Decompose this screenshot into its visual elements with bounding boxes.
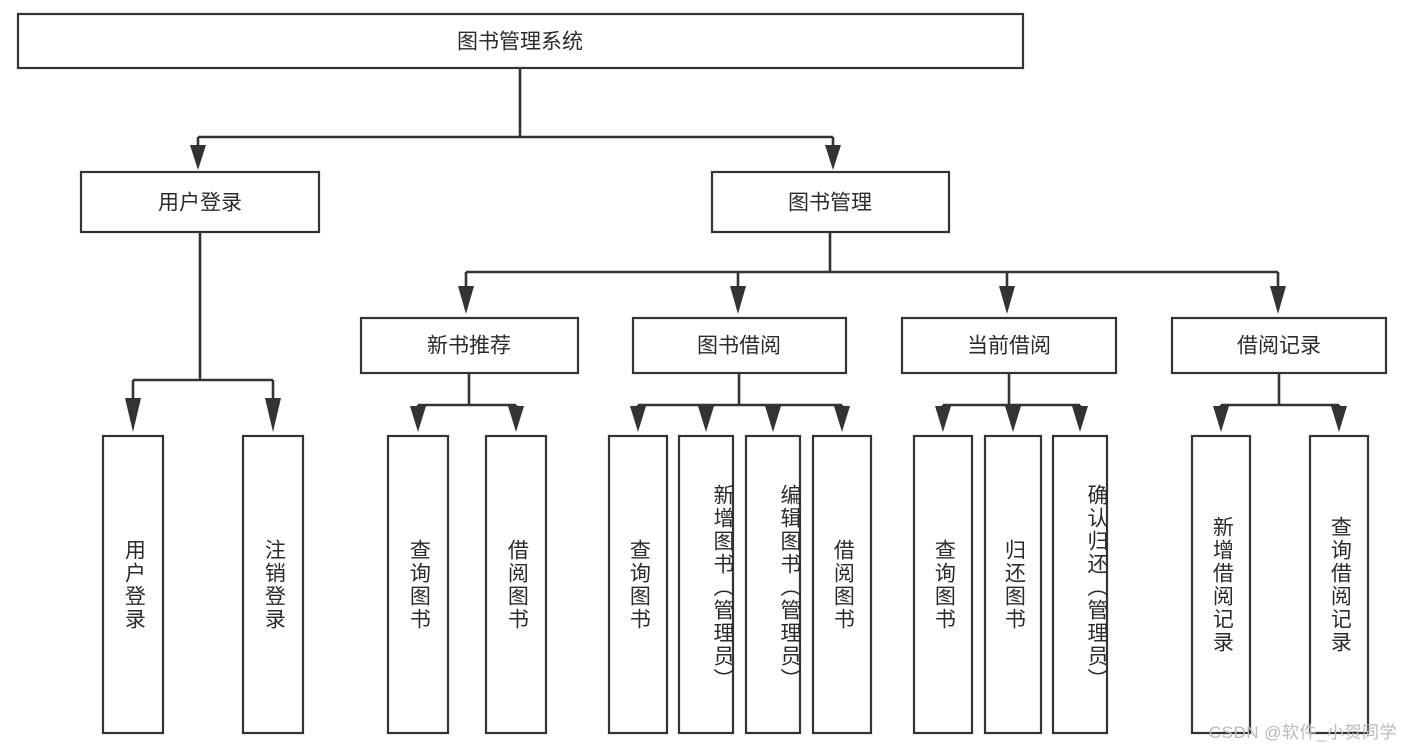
arrow-root-to-book-manage-icon: [825, 145, 841, 170]
arrow-bb-leaf2-icon: [698, 406, 714, 432]
node-borrow-record-label: 借阅记录: [1237, 335, 1321, 358]
node-borrow-record-box[interactable]: [1170, 316, 1388, 375]
leaf-add-borrow-record-box[interactable]: [1190, 434, 1252, 735]
leaf-borrow-book-recommend-box[interactable]: [484, 434, 548, 735]
arrow-book-manage-child3-icon: [999, 286, 1015, 314]
leaf-query-book-current-box[interactable]: [912, 434, 974, 735]
node-new-book-recommend-box[interactable]: [359, 316, 580, 375]
arrow-bb-leaf4-icon: [834, 406, 850, 432]
arrow-bb-leaf1-icon: [630, 406, 646, 432]
node-book-borrow-label: 图书借阅: [697, 335, 781, 358]
arrow-root-to-user-login-icon: [190, 145, 206, 170]
leaf-add-book-admin-box[interactable]: [677, 434, 735, 735]
arrow-br-leaf1-icon: [1213, 406, 1229, 432]
csdn-watermark: CSDN @软件_小贺同学: [1208, 723, 1397, 742]
arrow-cb-leaf1-icon: [935, 406, 951, 432]
arrow-book-manage-child2-icon: [730, 286, 746, 314]
leaf-query-book-borrow-box[interactable]: [607, 434, 669, 735]
leaf-return-book-box[interactable]: [983, 434, 1043, 735]
node-user-login-label: 用户登录: [158, 192, 242, 215]
arrow-nbr-leaf1-icon: [410, 406, 426, 432]
leaf-logout-login-box[interactable]: [241, 434, 305, 735]
arrow-bb-leaf3-icon: [765, 406, 781, 432]
leaf-edit-book-admin-box[interactable]: [744, 434, 802, 735]
arrow-user-login-leaf1-icon: [125, 398, 141, 432]
arrow-nbr-leaf2-icon: [508, 406, 524, 432]
node-book-borrow-box[interactable]: [631, 316, 848, 375]
node-root-label: 图书管理系统: [457, 31, 583, 54]
arrow-br-leaf2-icon: [1331, 406, 1347, 432]
arrow-user-login-leaf2-icon: [265, 398, 281, 432]
arrow-cb-leaf3-icon: [1072, 406, 1088, 432]
arrow-cb-leaf2-icon: [1005, 406, 1021, 432]
node-book-manage-label: 图书管理: [788, 192, 872, 215]
node-new-book-recommend-label: 新书推荐: [427, 335, 511, 358]
leaf-user-login-box[interactable]: [101, 434, 165, 735]
node-book-manage-box[interactable]: [710, 170, 951, 234]
leaf-query-borrow-record-box[interactable]: [1308, 434, 1370, 735]
arrow-book-manage-child4-icon: [1270, 286, 1286, 314]
node-root-box[interactable]: [16, 12, 1025, 70]
node-current-borrow-label: 当前借阅: [967, 335, 1051, 358]
leaf-confirm-return-admin-box[interactable]: [1051, 434, 1109, 735]
leaf-query-book-recommend-box[interactable]: [386, 434, 450, 735]
leaf-borrow-book-borrow-box[interactable]: [811, 434, 873, 735]
node-current-borrow-box[interactable]: [900, 316, 1118, 375]
arrow-book-manage-child1-icon: [458, 286, 474, 314]
